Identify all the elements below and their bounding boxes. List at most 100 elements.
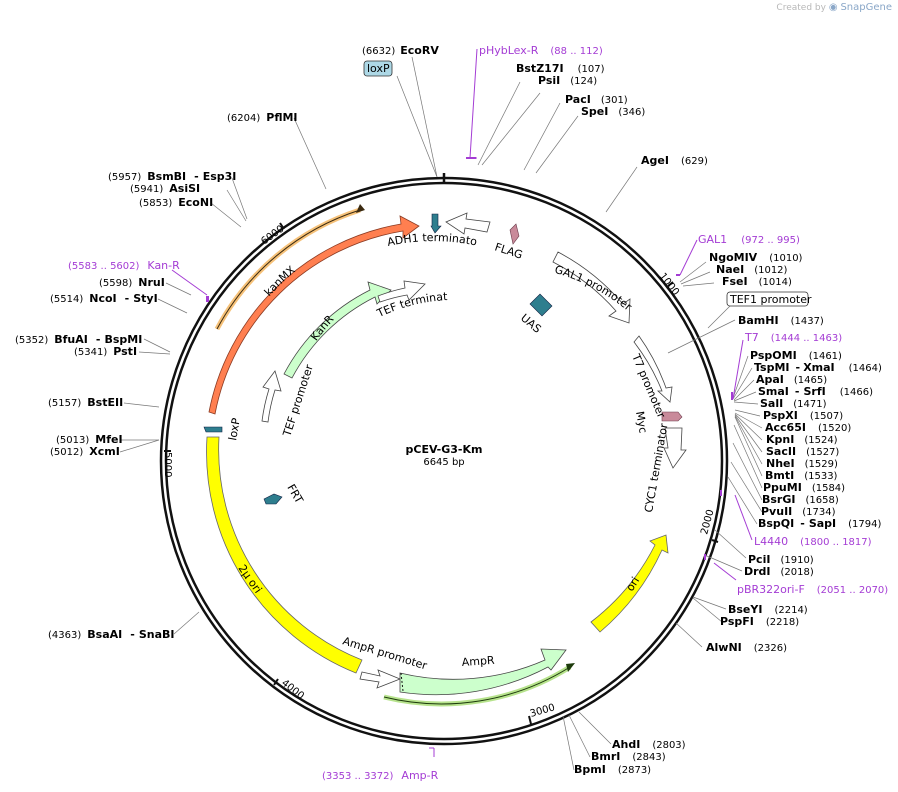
enzyme-econi: (5853)EcoNI	[139, 196, 213, 209]
enzyme-smai-srfi: SmaI-SrfI(1466)	[758, 385, 873, 398]
snapgene-credit: Created by ◉ SnapGene	[776, 2, 892, 13]
enzyme-bmti: BmtI(1533)	[765, 469, 838, 482]
snapgene-logo: ◉	[828, 2, 838, 13]
kanr-feature[interactable]	[283, 281, 392, 379]
enzyme-xcmi: (5012)XcmI	[50, 445, 120, 458]
flag-feature[interactable]	[509, 223, 520, 245]
adh1-terminator-feature[interactable]	[445, 212, 491, 235]
enzyme-bsrgi: BsrGI(1658)	[762, 493, 839, 506]
enzyme-agei: AgeI(629)	[641, 154, 708, 167]
enzyme-sali: SalI(1471)	[760, 397, 827, 410]
tef-terminator-feature[interactable]	[377, 280, 426, 303]
primer-kan-r: (5583 .. 5602)Kan-R	[68, 259, 180, 272]
frt-feature[interactable]	[263, 493, 283, 505]
enzyme-ecorv: (6632)EcoRV	[362, 44, 439, 57]
plasmid-size: 6645 bp	[423, 457, 464, 468]
loxp-feature[interactable]	[203, 426, 223, 433]
uas-feature[interactable]	[529, 293, 553, 317]
tick-6000: 6000	[259, 222, 286, 247]
enzyme-bsmbi-esp3i: (5957)BsmBI-Esp3I	[108, 170, 236, 183]
svg-text:4000: 4000	[279, 678, 306, 702]
enzyme-tspmi-xmai: TspMI-XmaI(1464)	[754, 361, 882, 374]
primer-markers	[206, 157, 733, 560]
enzyme-acc65i: Acc65I(1520)	[765, 421, 851, 434]
ampr-boundary	[400, 672, 404, 692]
two-micron-ori-feature[interactable]	[206, 436, 363, 674]
myc-feature[interactable]	[661, 411, 683, 422]
callout-lines	[119, 56, 763, 771]
frt-label: FRT	[284, 482, 305, 506]
enzyme-bpmi: BpmI(2873)	[574, 763, 651, 776]
enzyme-bstz17i: BstZ17I(107)	[516, 62, 605, 75]
credit-prefix: Created by	[776, 3, 826, 13]
enzyme-pvuii: PvuII(1734)	[761, 505, 836, 518]
enzyme-bfuai-bspmi: (5352)BfuAI-BspMI	[15, 333, 142, 346]
enzyme-paci: PacI(301)	[565, 93, 628, 106]
enzyme-bamhi: BamHI(1437)	[738, 314, 824, 327]
cyc1-terminator-feature[interactable]	[663, 427, 687, 469]
loxp-label: loxP	[226, 417, 243, 442]
two-micron-ori-label: 2μ ori	[236, 562, 265, 596]
enzyme-psii: PsiI(124)	[538, 74, 597, 87]
enzyme-ahdi: AhdI(2803)	[612, 738, 686, 751]
gal1-promoter-label: GAL1 promoter	[553, 263, 634, 314]
ampr-promoter-feature[interactable]	[359, 669, 402, 689]
enzyme-drdi: DrdI(2018)	[744, 565, 814, 578]
ampr-binding-arrow	[566, 663, 575, 672]
enzyme-ngomiv: NgoMIV(1010)	[709, 251, 803, 264]
credit-brand: SnapGene	[840, 2, 892, 13]
enzyme-labels: (6632)EcoRV BstZ17I(107) PsiI(124) PacI(…	[15, 44, 882, 776]
tef1-promoter-box[interactable]: TEF1 promoter	[726, 291, 812, 307]
enzyme-mfei: (5013)MfeI	[56, 433, 123, 446]
flag-label: FLAG	[493, 240, 524, 261]
enzyme-pspxi: PspXI(1507)	[763, 409, 843, 422]
enzyme-naei: NaeI(1012)	[716, 263, 788, 276]
ampr-label: AmpR	[461, 654, 495, 669]
primer-labels: pHybLex-R(88 .. 112) GAL1(972 .. 995) T7…	[68, 44, 888, 782]
primer-phyblex-r: pHybLex-R(88 .. 112)	[479, 44, 603, 57]
enzyme-bsteii: (5157)BstEII	[48, 396, 123, 409]
cyc1-terminator-label: CYC1 terminator	[642, 422, 671, 514]
enzyme-ppumi: PpuMI(1584)	[763, 481, 845, 494]
loxp-top-box-label: loxP	[367, 62, 390, 75]
enzyme-sacii: SacII(1527)	[766, 445, 839, 458]
loxp-top-box[interactable]: loxP	[363, 60, 393, 77]
enzyme-psti: (5341)PstI	[74, 345, 137, 358]
svg-text:5000: 5000	[162, 452, 173, 477]
tick-5000: 5000	[162, 450, 173, 477]
kanmx-feature[interactable]	[208, 215, 420, 415]
ori-label: ori	[624, 575, 643, 594]
enzyme-bseyi: BseYI(2214)	[728, 603, 808, 616]
uas-label: UAS	[518, 311, 544, 335]
enzyme-bspqi-sapi: BspQI-SapI(1794)	[758, 517, 881, 530]
enzyme-pcii: PciI(1910)	[748, 553, 814, 566]
enzyme-asisi: (5941)AsiSI	[130, 182, 200, 195]
loxp-top-feature[interactable]	[430, 213, 442, 234]
primer-t7: T7(1444 .. 1463)	[744, 331, 842, 344]
primer-l4440: L4440(1800 .. 1817)	[754, 535, 872, 548]
enzyme-spei: SpeI(346)	[581, 105, 645, 118]
adh1-terminator-label: ADH1 terminator	[0, 0, 478, 249]
ampr-binding-line	[383, 666, 571, 705]
ampr-feature[interactable]	[399, 648, 567, 696]
ori-feature[interactable]	[590, 534, 669, 633]
enzyme-bsaai-snabi: (4363)BsaAI-SnaBI	[48, 628, 174, 641]
enzyme-fsei: FseI(1014)	[722, 275, 792, 288]
kanmx-binding-arrow	[356, 204, 365, 213]
enzyme-prui: (5598)NruI	[99, 276, 165, 289]
enzyme-nhei: NheI(1529)	[766, 457, 838, 470]
enzyme-pflmi: (6204)PflMI	[227, 111, 298, 124]
tef-promoter-feature[interactable]	[261, 370, 282, 423]
tef1-promoter-box-label: TEF1 promoter	[729, 293, 812, 306]
enzyme-apai: ApaI(1465)	[756, 373, 827, 386]
t7-promoter-feature[interactable]	[633, 335, 673, 403]
enzyme-ncoi-styi: (5514)NcoI-StyI	[50, 292, 158, 305]
enzyme-pspomi: PspOMI(1461)	[750, 349, 842, 362]
enzyme-bmri: BmrI(2843)	[591, 750, 666, 763]
myc-label: Myc	[633, 410, 650, 434]
primer-pbr322ori-f: pBR322ori-F(2051 .. 2070)	[737, 583, 888, 596]
gal1-promoter-feature[interactable]	[552, 251, 631, 324]
plasmid-name: pCEV-G3-Km	[406, 443, 483, 456]
enzyme-kpni: KpnI(1524)	[766, 433, 838, 446]
